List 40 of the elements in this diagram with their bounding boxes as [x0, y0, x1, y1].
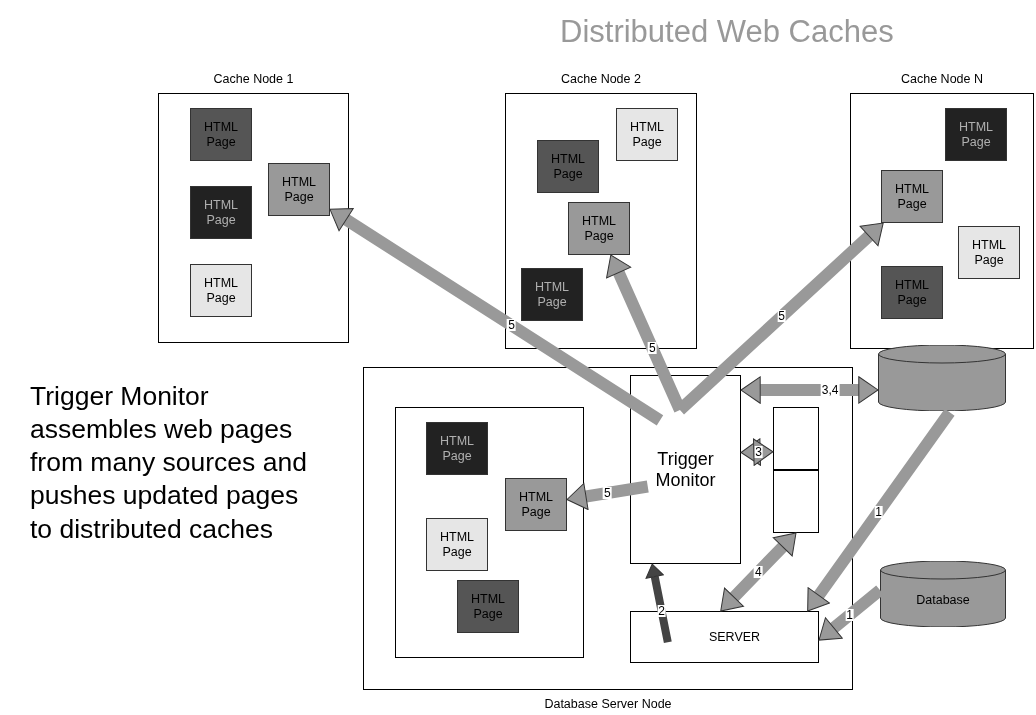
html-page-card: HTML Page: [945, 108, 1007, 161]
node-label: Database: [916, 593, 970, 607]
monitor-box: Trigger Monitor: [630, 375, 741, 564]
edge-label: 5: [507, 319, 516, 332]
edge-label: 4: [754, 566, 763, 578]
html-page-card: HTML Page: [568, 202, 630, 255]
node-heading: Cache Node N: [901, 72, 983, 86]
html-page-card: HTML Page: [881, 170, 943, 223]
node-heading: Cache Node 2: [561, 72, 641, 86]
html-page-card: HTML Page: [881, 266, 943, 319]
block-arrow: [566, 480, 649, 510]
edge-label: 3: [754, 446, 763, 459]
block-arrow: [740, 376, 879, 404]
block-arrow: [645, 563, 672, 643]
edge-label: 5: [777, 310, 786, 323]
html-page-card: HTML Page: [190, 186, 252, 239]
html-page-card: HTML Page: [190, 264, 252, 317]
description-text: Trigger Monitor assembles web pages from many sources and pushes updated pages to distributed caches: [30, 380, 308, 546]
edge-label: 5: [647, 341, 657, 354]
diagram-title: Distributed Web Caches: [560, 14, 894, 50]
edge-label: 5: [603, 487, 612, 499]
component-box: [773, 407, 819, 470]
block-arrow: [740, 438, 774, 466]
edge-label: 2: [657, 604, 666, 617]
html-page-card: HTML Page: [537, 140, 599, 193]
component-box: [773, 470, 819, 533]
edge-label: 1: [845, 609, 854, 622]
node-heading: Cache Node 1: [213, 72, 294, 86]
html-page-card: HTML Page: [268, 163, 330, 216]
html-page-card: HTML Page: [426, 422, 488, 475]
html-page-card: HTML Page: [426, 518, 488, 571]
page-store-panel: [395, 407, 584, 658]
html-page-card: HTML Page: [505, 478, 567, 531]
html-page-card: HTML Page: [521, 268, 583, 321]
node-heading: Database Server Node: [544, 697, 672, 711]
edge-label: 1: [874, 505, 883, 518]
html-page-card: HTML Page: [958, 226, 1020, 279]
html-page-card: HTML Page: [190, 108, 252, 161]
html-page-card: HTML Page: [457, 580, 519, 633]
html-page-card: HTML Page: [616, 108, 678, 161]
